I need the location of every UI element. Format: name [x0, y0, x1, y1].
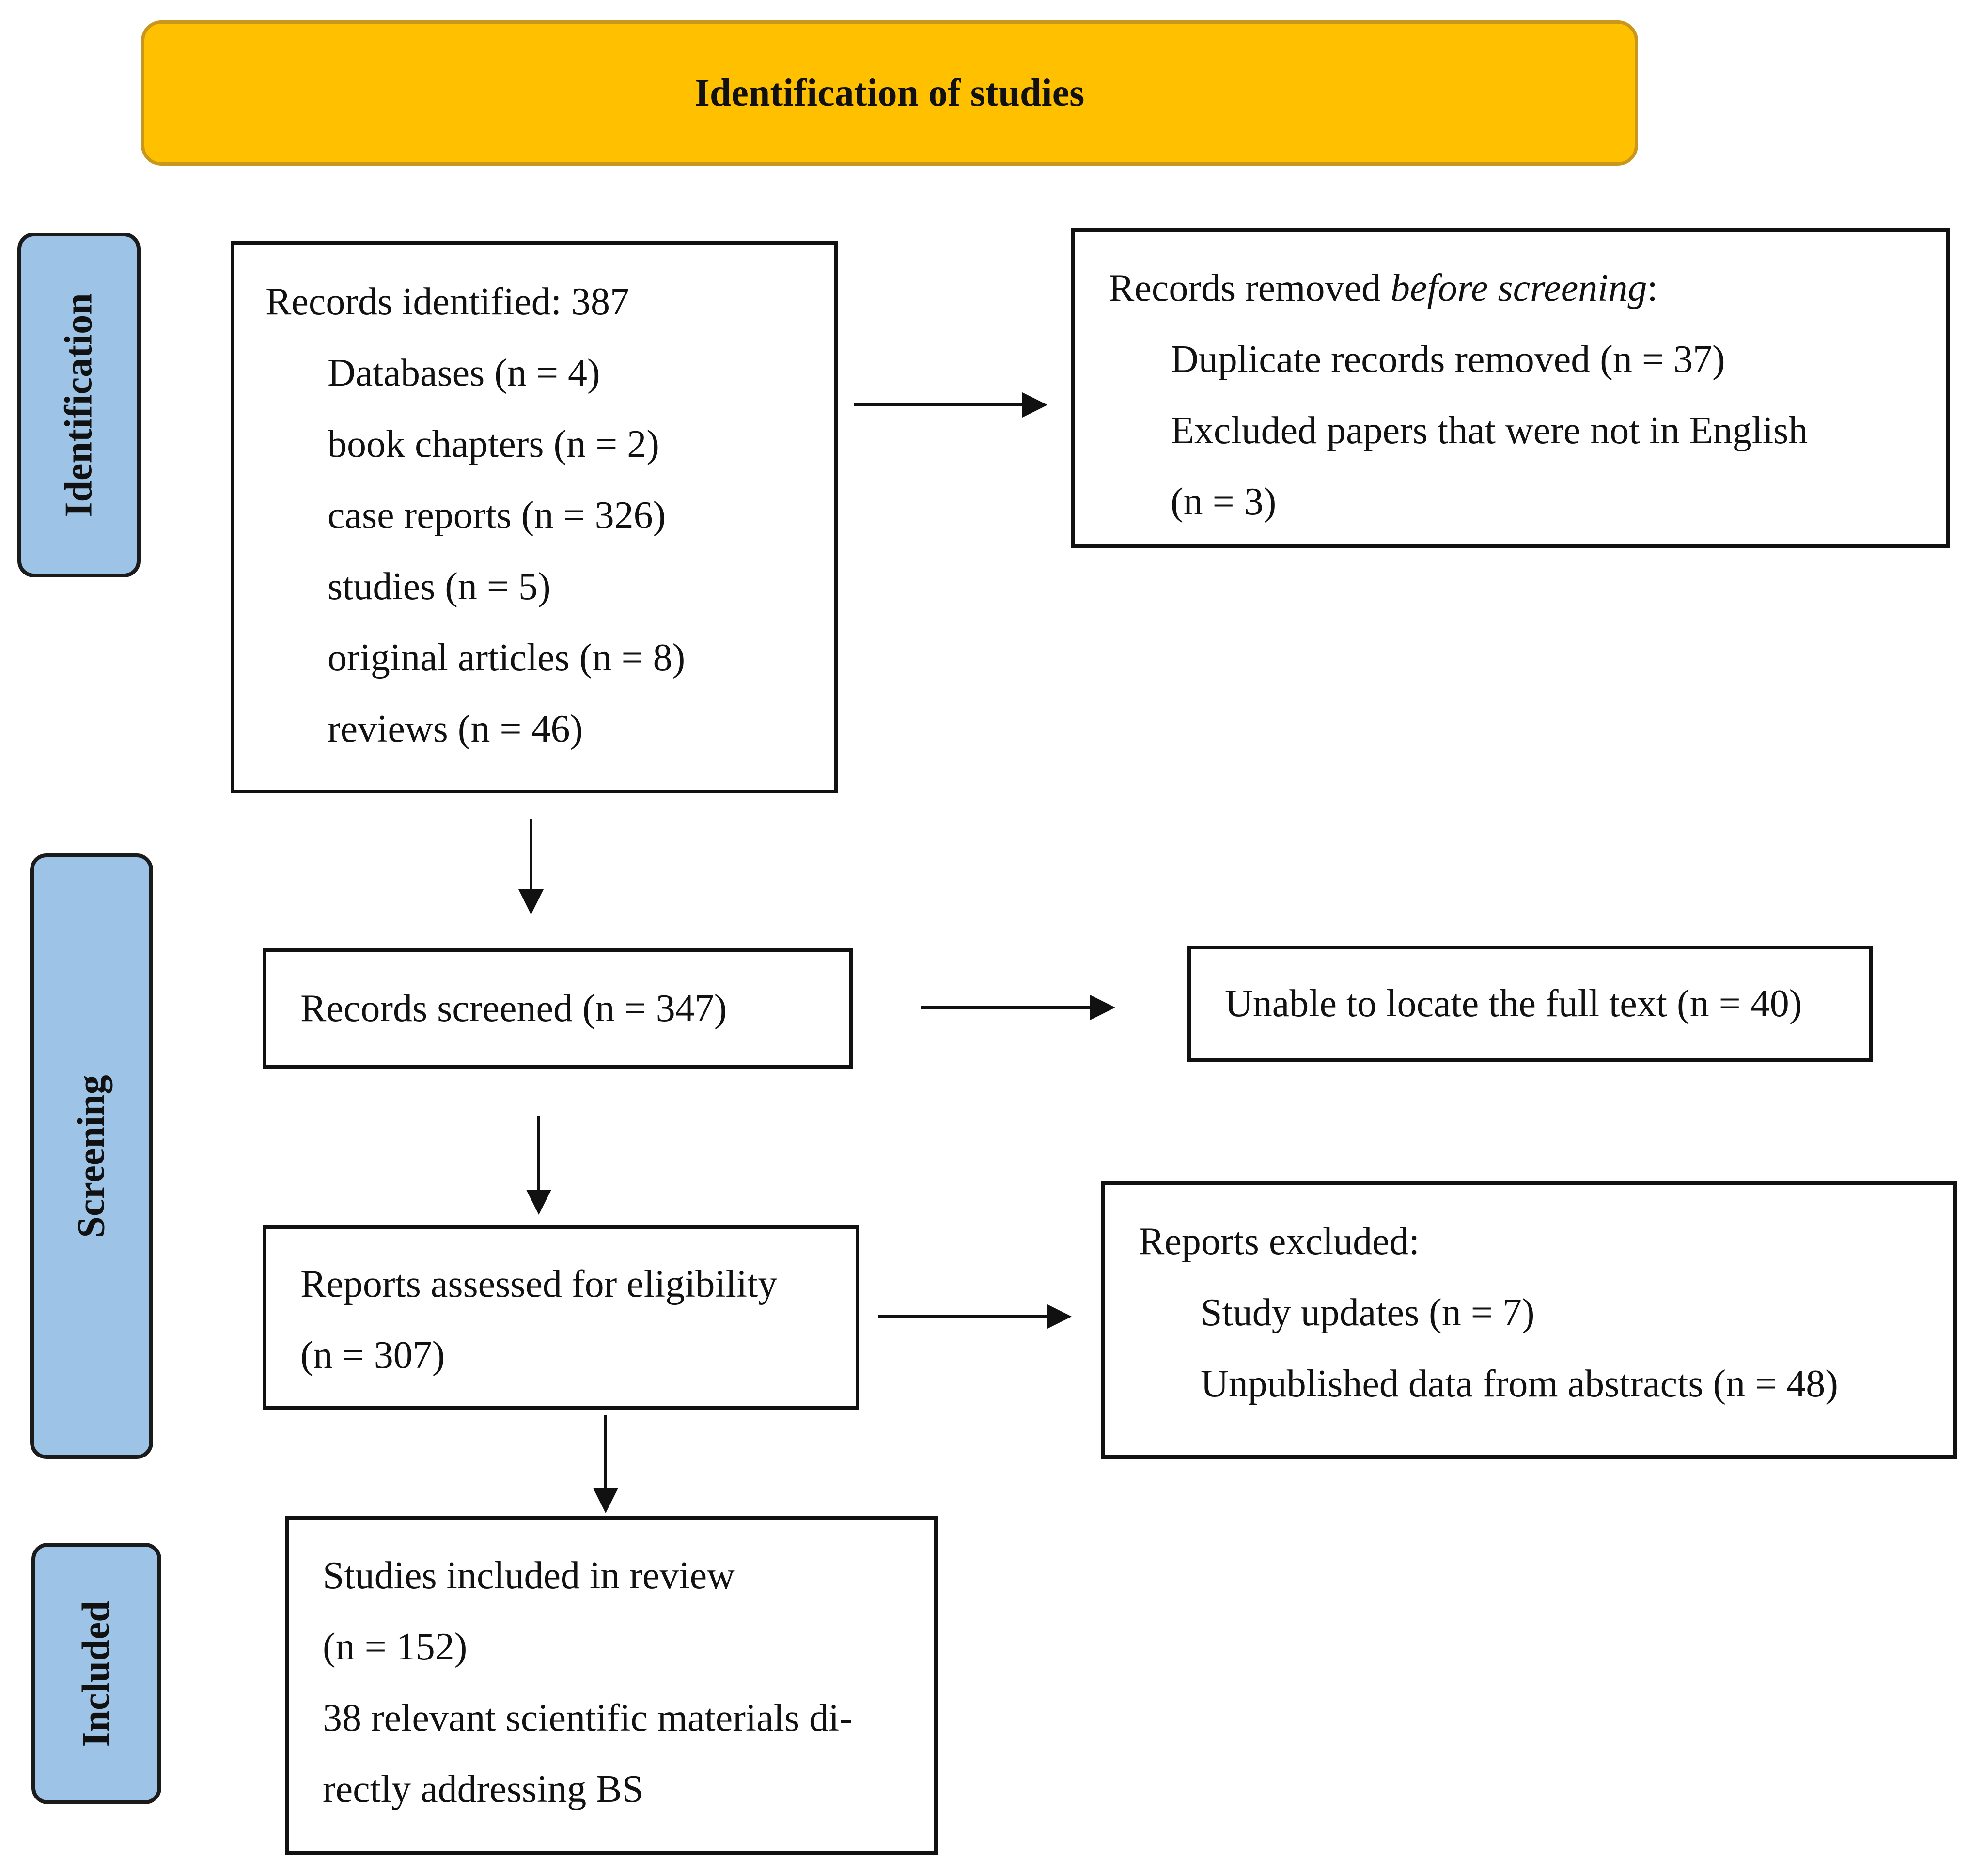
identified-original-articles: original articles (n = 8) — [328, 636, 686, 679]
records-removed-title-italic: before screening — [1391, 267, 1647, 310]
banner-title: Identification of studies — [694, 71, 1085, 114]
identified-book-chapters: book chapters (n = 2) — [328, 423, 659, 465]
identified-databases: Databases (n = 4) — [328, 352, 600, 394]
stage-screening: Screening — [30, 853, 153, 1459]
arrow-assessed-to-included — [593, 1415, 618, 1513]
identified-studies: studies (n = 5) — [328, 565, 551, 608]
excluded-study-updates: Study updates (n = 7) — [1201, 1291, 1535, 1334]
reports-excluded-box: Reports excluded: Study updates (n = 7) … — [1101, 1181, 1957, 1459]
studies-included-box: Studies included in review (n = 152) 38 … — [285, 1516, 938, 1855]
records-screened-text: Records screened (n = 347) — [300, 987, 727, 1030]
records-removed-box: Records removed before screening: Duplic… — [1071, 228, 1950, 548]
arrow-identified-to-removed — [854, 392, 1047, 418]
stage-included: Included — [31, 1543, 161, 1804]
arrow-screened-to-assessed — [526, 1116, 551, 1215]
excluded-unpublished-data: Unpublished data from abstracts (n = 48) — [1201, 1363, 1838, 1405]
identification-of-studies-banner: Identification of studies — [141, 20, 1638, 166]
arrow-screened-to-not-located — [921, 995, 1115, 1020]
arrow-assessed-to-excluded — [878, 1304, 1072, 1329]
records-removed-title: Records removed before screening: — [1109, 253, 1946, 324]
identified-case-reports: case reports (n = 326) — [328, 494, 666, 537]
studies-included-line1: Studies included in review — [323, 1554, 735, 1597]
reports-assessed-box: Reports assessed for eligibility (n = 30… — [263, 1225, 859, 1410]
records-removed-title-suffix: : — [1647, 267, 1658, 310]
records-screened-box: Records screened (n = 347) — [263, 948, 853, 1069]
removed-non-english-count: (n = 3) — [1171, 481, 1277, 523]
identified-reviews: reviews (n = 46) — [328, 708, 583, 750]
records-identified-box: Records identified: 387 Databases (n = 4… — [231, 241, 838, 793]
removed-non-english: Excluded papers that were not in English — [1171, 409, 1808, 452]
removed-duplicates: Duplicate records removed (n = 37) — [1171, 338, 1725, 381]
arrow-identified-to-screened — [518, 819, 544, 915]
reports-assessed-line2: (n = 307) — [300, 1334, 445, 1377]
records-identified-title: Records identified: 387 — [266, 280, 629, 323]
records-removed-title-prefix: Records removed — [1109, 267, 1391, 310]
studies-included-count: (n = 152) — [323, 1626, 468, 1668]
reports-assessed-line1: Reports assessed for eligibility — [300, 1263, 778, 1305]
reports-excluded-title: Reports excluded: — [1139, 1220, 1420, 1263]
stage-identification: Identification — [17, 233, 141, 577]
not-located-box: Unable to locate the full text (n = 40) — [1187, 946, 1873, 1062]
studies-included-line4: rectly addressing BS — [323, 1768, 644, 1811]
studies-included-line3: 38 relevant scientific materials di- — [323, 1697, 852, 1739]
not-located-text: Unable to locate the full text (n = 40) — [1225, 982, 1802, 1025]
